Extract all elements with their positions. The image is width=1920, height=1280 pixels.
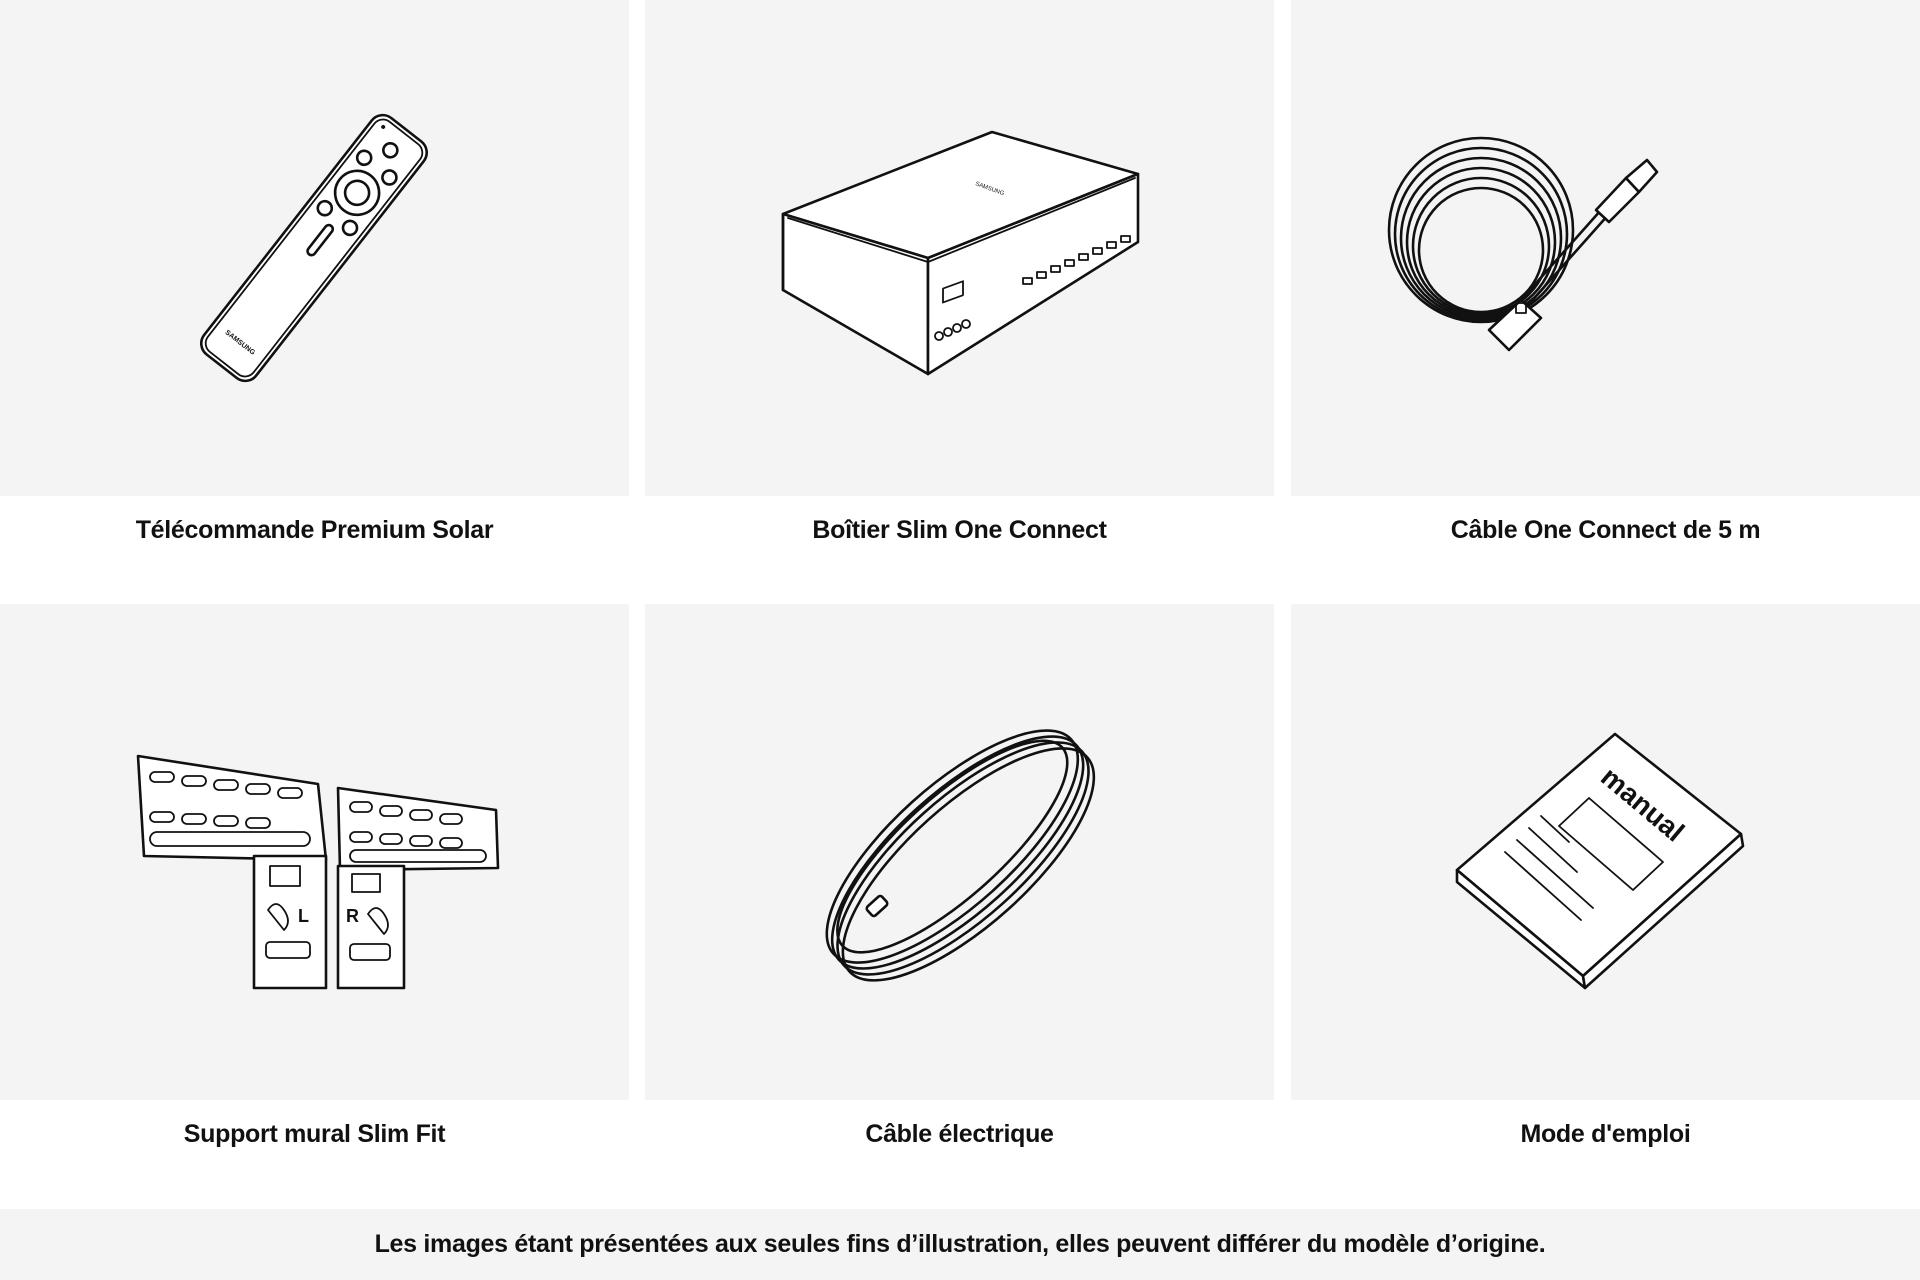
item-label-remote: Télécommande Premium Solar <box>135 516 494 544</box>
item-label-box: Boîtier Slim One Connect <box>812 516 1107 544</box>
disclaimer-bar: Les images étant présentées aux seules f… <box>0 1209 1920 1280</box>
item-label-oc-cable: Câble One Connect de 5 m <box>1450 516 1761 544</box>
product-tile-power-cable <box>645 604 1274 1100</box>
one-connect-box-icon: SAMSUNG <box>781 130 1140 376</box>
power-cable-icon <box>825 729 1096 982</box>
bracket-left-letter: L <box>298 906 309 926</box>
one-connect-cable-icon <box>1387 136 1659 352</box>
product-tile-manual: manual <box>1291 604 1920 1100</box>
item-label-wall-mount: Support mural Slim Fit <box>183 1120 446 1148</box>
item-label-manual: Mode d'emploi <box>1520 1120 1691 1148</box>
remote-control-icon: SAMSUNG <box>199 113 429 383</box>
manual-icon: manual <box>1455 732 1745 990</box>
product-tile-remote: SAMSUNG <box>0 0 629 496</box>
wall-mount-icon: L R <box>136 754 500 990</box>
product-tile-box: SAMSUNG <box>645 0 1274 496</box>
product-tile-oc-cable <box>1291 0 1920 496</box>
bracket-right-letter: R <box>346 906 359 926</box>
item-label-power-cable: Câble électrique <box>865 1120 1054 1148</box>
product-tile-wall-mount: L R <box>0 604 629 1100</box>
disclaimer-text: Les images étant présentées aux seules f… <box>374 1230 1546 1258</box>
